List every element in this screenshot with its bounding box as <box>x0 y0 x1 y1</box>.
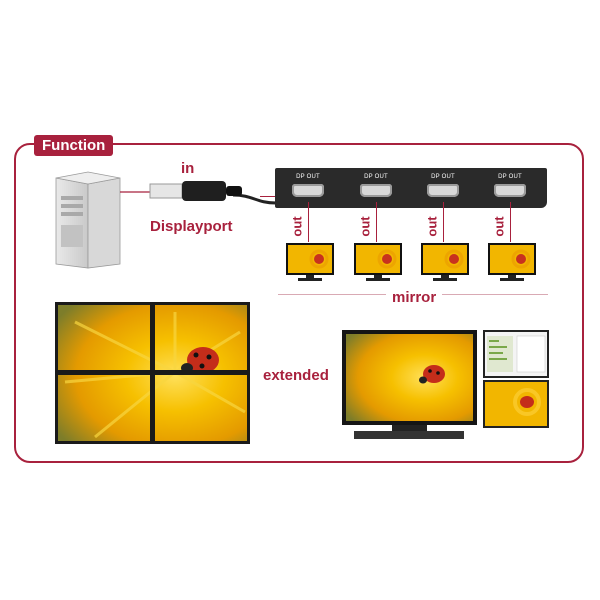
video-wall-icon <box>55 302 250 444</box>
monitor-icon <box>483 380 549 428</box>
dp-out-port-4: DP OUT <box>489 174 531 202</box>
mirror-label: mirror <box>386 289 443 306</box>
hub-link-line <box>260 196 276 197</box>
monitor-icon <box>483 330 549 378</box>
out-label-4: out <box>491 216 507 237</box>
monitor-icon <box>354 243 402 288</box>
function-frame <box>14 143 584 463</box>
dp-out-port-1: DP OUT <box>287 174 329 202</box>
out-label-3: out <box>424 216 440 237</box>
in-label: in <box>181 160 195 177</box>
section-title: Function <box>34 135 114 156</box>
monitor-icon <box>488 243 536 288</box>
splitter-hub: DP OUT DP OUT DP OUT DP OUT <box>275 168 547 208</box>
out-line-1 <box>308 202 309 242</box>
monitor-icon <box>342 330 477 439</box>
dp-out-port-3: DP OUT <box>422 174 464 202</box>
out-line-3 <box>443 202 444 242</box>
connector-label: Displayport <box>150 218 233 235</box>
out-line-2 <box>376 202 377 242</box>
monitor-icon <box>286 243 334 288</box>
out-label-2: out <box>357 216 373 237</box>
extended-label: extended <box>263 367 329 384</box>
monitor-icon <box>421 243 469 288</box>
displayport-plug-icon <box>149 181 242 201</box>
pc-tower-icon <box>55 171 121 269</box>
dp-out-port-2: DP OUT <box>355 174 397 202</box>
out-label-1: out <box>289 216 305 237</box>
out-line-4 <box>510 202 511 242</box>
